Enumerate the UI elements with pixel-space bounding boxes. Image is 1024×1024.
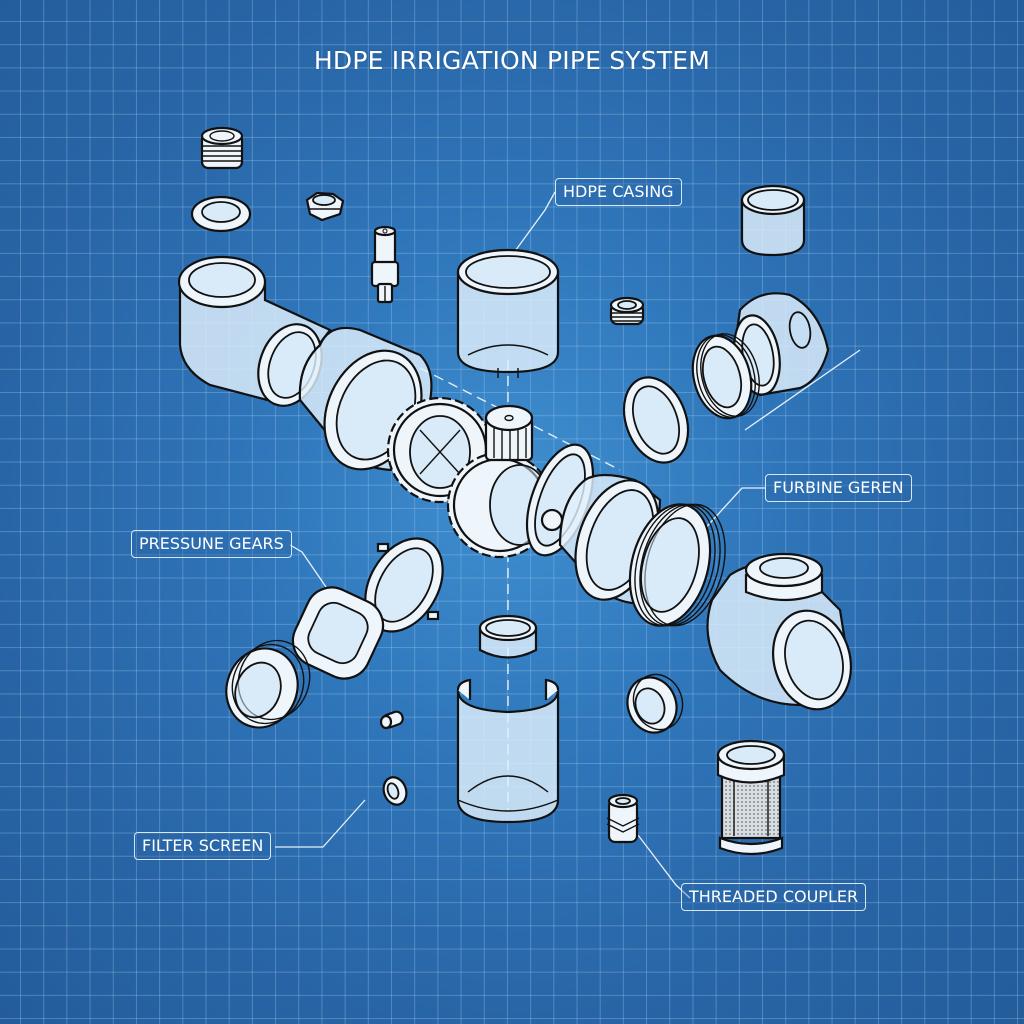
- hex-nut: [305, 191, 345, 222]
- threaded-plug: [200, 126, 244, 170]
- threaded-adapter: [628, 503, 726, 627]
- callout-furbine-geren: FURBINE GEREN: [765, 474, 912, 502]
- square-seal: [291, 586, 385, 680]
- leader-filter-screen: [275, 799, 366, 848]
- small-grommet: [382, 776, 408, 806]
- small-pin: [379, 710, 404, 730]
- end-cap: [740, 184, 806, 257]
- callout-threaded-coupler: THREADED COUPLER: [681, 883, 867, 911]
- leader-extra: [744, 349, 861, 431]
- leader-threaded-coupler: [637, 834, 691, 899]
- leader-pressure-gears: [289, 544, 336, 601]
- small-ring: [478, 614, 538, 659]
- gear-pinion: [484, 404, 534, 462]
- tee-fitting: [706, 552, 853, 711]
- lower-casing-cylinder: [456, 678, 560, 824]
- threaded-washer: [626, 673, 684, 734]
- hose-barb-connector: [606, 793, 640, 844]
- callout-pressure-gears: PRESSUNE GEARS: [131, 530, 292, 558]
- mesh-filter-cartridge: [716, 739, 786, 856]
- leader-hdpe-casing: [509, 191, 556, 259]
- diagram-title: HDPE IRRIGATION PIPE SYSTEM: [313, 46, 711, 75]
- o-ring-large: [622, 376, 690, 464]
- valve-stem: [370, 225, 400, 304]
- small-threaded-bushing: [609, 296, 645, 326]
- callout-hdpe-casing: HDPE CASING: [555, 178, 682, 206]
- leader-lines: [275, 191, 861, 899]
- upper-casing-cylinder: [456, 248, 560, 378]
- flat-washer: [190, 195, 252, 233]
- callout-filter-screen: FILTER SCREEN: [134, 832, 272, 860]
- gear-assembly: [386, 396, 554, 559]
- leader-furbine-geren: [689, 487, 765, 546]
- locking-ring: [364, 537, 444, 633]
- threaded-collar: [225, 639, 311, 729]
- threaded-ring: [691, 333, 760, 420]
